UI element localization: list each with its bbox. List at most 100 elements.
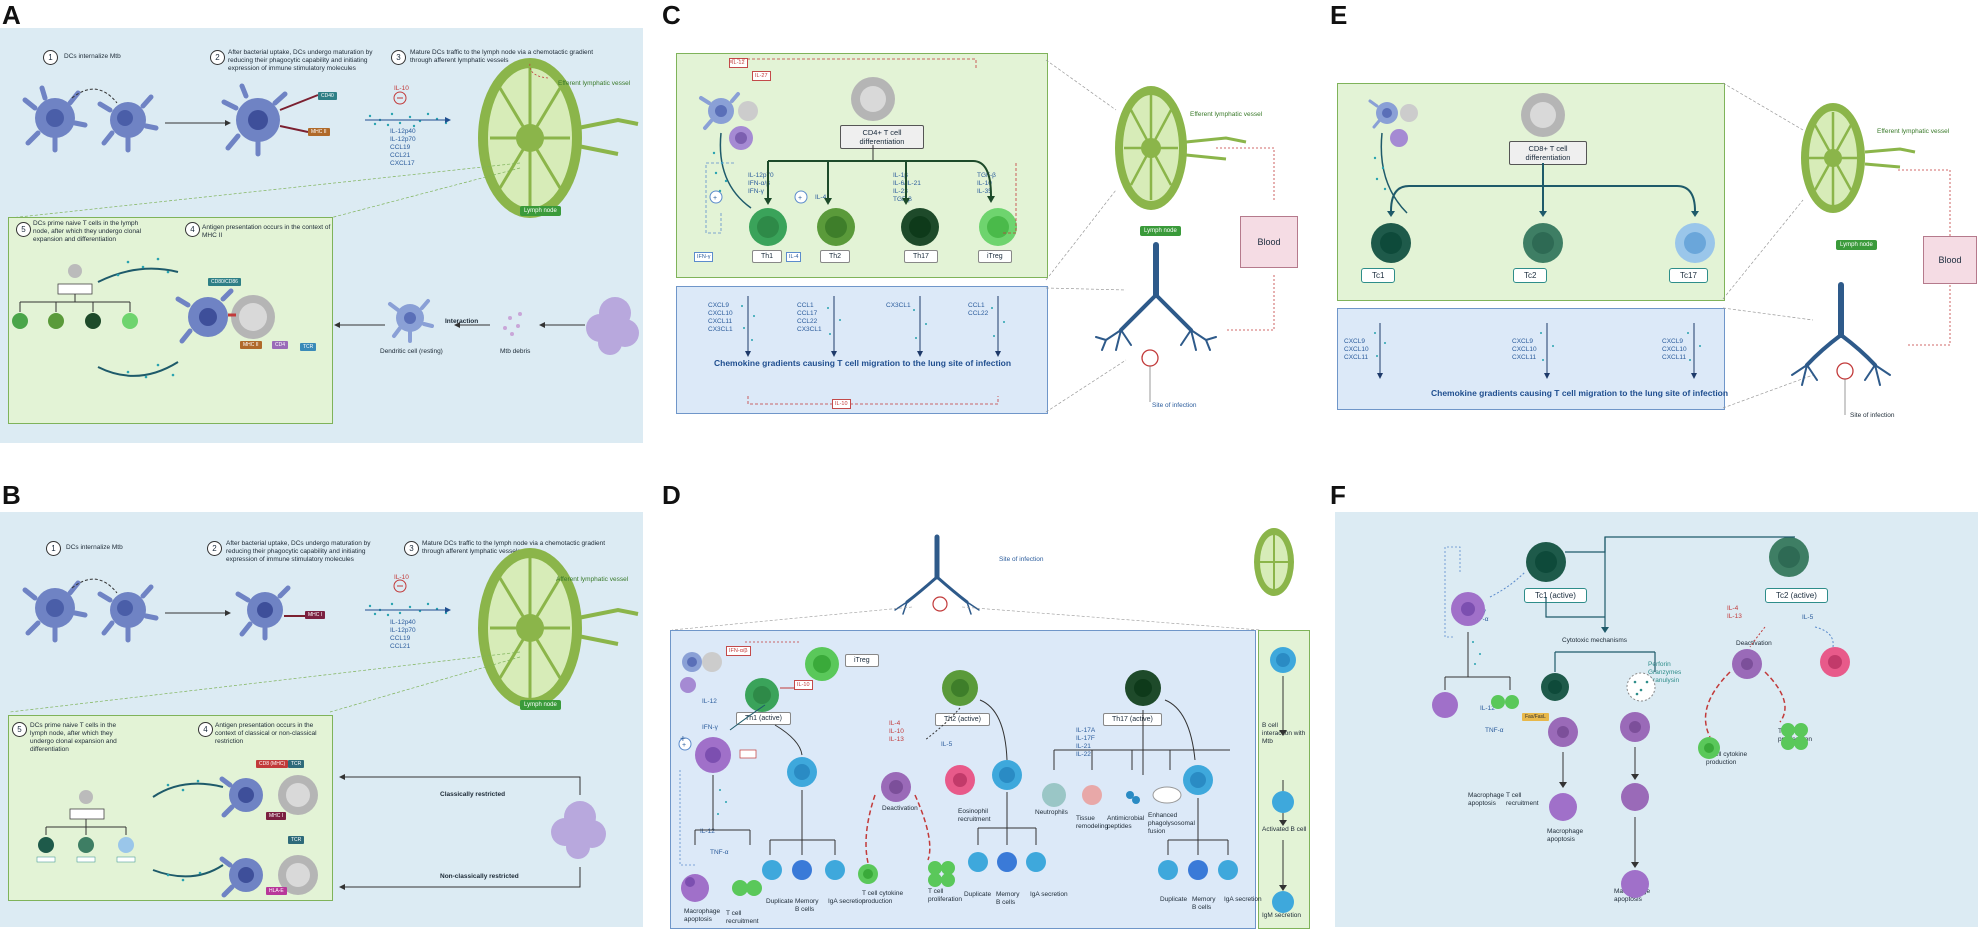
panel-d-bcell-box bbox=[1258, 630, 1310, 929]
th17-label: Th17 bbox=[904, 250, 938, 263]
panel-label-e: E bbox=[1330, 0, 1348, 30]
cytokine-list: IL-12p40 IL-12p70 CCL19 CCL21 CXCL17 bbox=[390, 128, 416, 167]
step-1-text: DCs internalize Mtb bbox=[66, 544, 123, 551]
step-number: 3 bbox=[404, 541, 419, 556]
lymph-node-icon bbox=[478, 58, 639, 218]
tc1-active-label: Tc1 (active) bbox=[1524, 588, 1587, 603]
cytotoxic-label: Cytotoxic mechanisms bbox=[1562, 637, 1628, 644]
dendritic-cell-icon bbox=[97, 584, 159, 643]
cd8-differentiation-box: CD8+ T cell differentiation bbox=[1509, 141, 1587, 165]
dendritic-cell-icon bbox=[699, 92, 740, 130]
dendritic-cell-icon bbox=[97, 94, 159, 153]
perforin-label: Perforin Granzymes Granulysin bbox=[1648, 661, 1682, 684]
resting-dc-label: Dendritic cell (resting) bbox=[380, 348, 443, 355]
lymph-node-icon bbox=[1254, 528, 1294, 596]
ifng-label: IFN-γ bbox=[702, 724, 718, 731]
neutrophils-label: Neutrophils bbox=[1035, 809, 1068, 816]
th2-active-label: Th2 (active) bbox=[935, 713, 990, 726]
panel-e-gradient-drawing bbox=[1374, 323, 1701, 379]
step-4-text: Antigen presentation occurs in the conte… bbox=[215, 722, 317, 745]
tcell-recruit-label: T cell recruitment bbox=[1506, 792, 1539, 807]
lung-airway-icon bbox=[1791, 282, 1891, 386]
svg-text:+: + bbox=[682, 742, 686, 749]
step-number: 3 bbox=[391, 50, 406, 65]
th17-cytokines: IL-17A IL-17F IL-21 IL-22 bbox=[1076, 727, 1096, 758]
lymph-node-icon bbox=[478, 548, 639, 708]
duplicate-label: Duplicate bbox=[1160, 896, 1188, 903]
eosinophil-label: Eosinophil recruitment bbox=[958, 808, 991, 823]
ifn-tag: IFN-α/β bbox=[726, 646, 751, 656]
cd4-tag: CD4 bbox=[272, 341, 289, 349]
memory-b-label: Memory B cells bbox=[996, 891, 1020, 906]
activated-b-label: Activated B cell bbox=[1262, 826, 1307, 833]
chemokine-group-3: CX3CL1 bbox=[886, 302, 911, 309]
il10-tag: IL-10 bbox=[832, 399, 851, 409]
tc1-label: Tc1 bbox=[1361, 268, 1396, 283]
dendritic-cell-icon bbox=[22, 85, 88, 153]
lymph-node-label: Lymph node bbox=[1836, 240, 1877, 250]
il4-tag: IL-4 bbox=[786, 252, 802, 262]
tc2-active-label: Tc2 (active) bbox=[1765, 588, 1828, 603]
phago-label: Enhanced phagolysosomal fusion bbox=[1148, 812, 1195, 835]
il5-label: IL-5 bbox=[941, 741, 953, 748]
mtb-cluster-icon bbox=[586, 297, 639, 355]
panel-label-c: C bbox=[662, 0, 681, 30]
chemokine-title: Chemokine gradients causing T cell migra… bbox=[714, 358, 1012, 368]
mtb-debris-label: Mtb debris bbox=[500, 348, 531, 355]
memory-b-label: Memory B cells bbox=[795, 898, 819, 913]
step-number: 5 bbox=[16, 222, 31, 237]
panel-a-drawing bbox=[9, 58, 639, 355]
fasfasl-tag: Fas/FasL bbox=[1522, 713, 1549, 721]
tcell-prolif-label: T cell proliferation bbox=[928, 888, 962, 903]
resting-dendritic-cell-icon bbox=[388, 299, 434, 343]
interaction-label: Interaction bbox=[445, 318, 479, 325]
panel-f bbox=[1335, 512, 1978, 927]
ifng-tag: IFN-γ bbox=[694, 252, 714, 262]
panel-e-organ-drawing bbox=[1722, 82, 1951, 415]
il10-label: IL-10 bbox=[394, 574, 409, 581]
step-5-text: DCs prime naive T cells in the lymph nod… bbox=[30, 722, 117, 753]
site-of-infection-label: Site of infection bbox=[1850, 412, 1895, 419]
mature-dendritic-cell-icon bbox=[219, 776, 263, 818]
cytokine-list: IL-12p40 IL-12p70 CCL19 CCL21 bbox=[390, 619, 416, 650]
step-3-text: Mature DCs traffic to the lymph node via… bbox=[410, 49, 594, 64]
chemokine-group-4: CCL1 CCL22 bbox=[968, 302, 989, 317]
mature-dendritic-cell-icon bbox=[175, 288, 234, 344]
tcell-cytokine-label: T cell cytokine production bbox=[862, 890, 904, 905]
tnfa-label: TNF-α bbox=[710, 849, 729, 856]
tcr-tag-2: TCR bbox=[288, 836, 305, 844]
panel-label-a: A bbox=[2, 0, 21, 30]
tcr-tag: TCR bbox=[288, 760, 305, 768]
tcr-tag: TCR bbox=[300, 343, 317, 351]
lung-airway-icon bbox=[1095, 242, 1217, 351]
dendritic-cell-icon bbox=[22, 580, 88, 643]
il12-label-2: IL-12 bbox=[700, 828, 715, 835]
mac-apoptosis-label-2: Macrophage apoptosis bbox=[1547, 828, 1584, 843]
lymph-node-icon bbox=[1801, 103, 1916, 213]
site-of-infection-label: Site of infection bbox=[1152, 402, 1197, 409]
il10-tag: IL-10 bbox=[794, 680, 813, 690]
step-2-text: After bacterial uptake, DCs undergo matu… bbox=[226, 540, 371, 563]
il12-tag: IL-12 bbox=[729, 58, 748, 68]
tcell-cytokine-label: T cell cytokine production bbox=[1706, 751, 1748, 766]
step-number: 4 bbox=[198, 722, 213, 737]
duplicate-label: Duplicate bbox=[964, 891, 992, 898]
chemokine-group-1: CXCL9 CXCL10 CXCL11 CX3CL1 bbox=[708, 302, 733, 333]
memory-b-label: Memory B cells bbox=[1192, 896, 1216, 911]
th2-cytokines: IL-4 IL-10 IL-13 bbox=[889, 720, 904, 743]
step-number: 4 bbox=[185, 222, 200, 237]
mtb-cluster-icon bbox=[551, 801, 606, 859]
step-1-text: DCs internalize Mtb bbox=[64, 53, 121, 60]
mature-dendritic-cell-icon bbox=[221, 83, 288, 157]
step-number: 1 bbox=[43, 50, 58, 65]
th1-label: Th1 bbox=[752, 250, 783, 263]
step-2-text: After bacterial uptake, DCs undergo matu… bbox=[228, 49, 373, 72]
th1-cytokines: IL-12p70 IFN-α/β IFN-γ bbox=[748, 172, 774, 195]
itreg-label: iTreg bbox=[845, 654, 879, 667]
tc17-label: Tc17 bbox=[1669, 268, 1708, 283]
dendritic-cell-icon bbox=[1368, 99, 1398, 129]
step-number: 2 bbox=[210, 50, 225, 65]
lymph-node-label: Lymph node bbox=[520, 206, 561, 216]
classical-label: Classically restricted bbox=[440, 791, 506, 798]
plus-icon: + bbox=[680, 734, 686, 745]
